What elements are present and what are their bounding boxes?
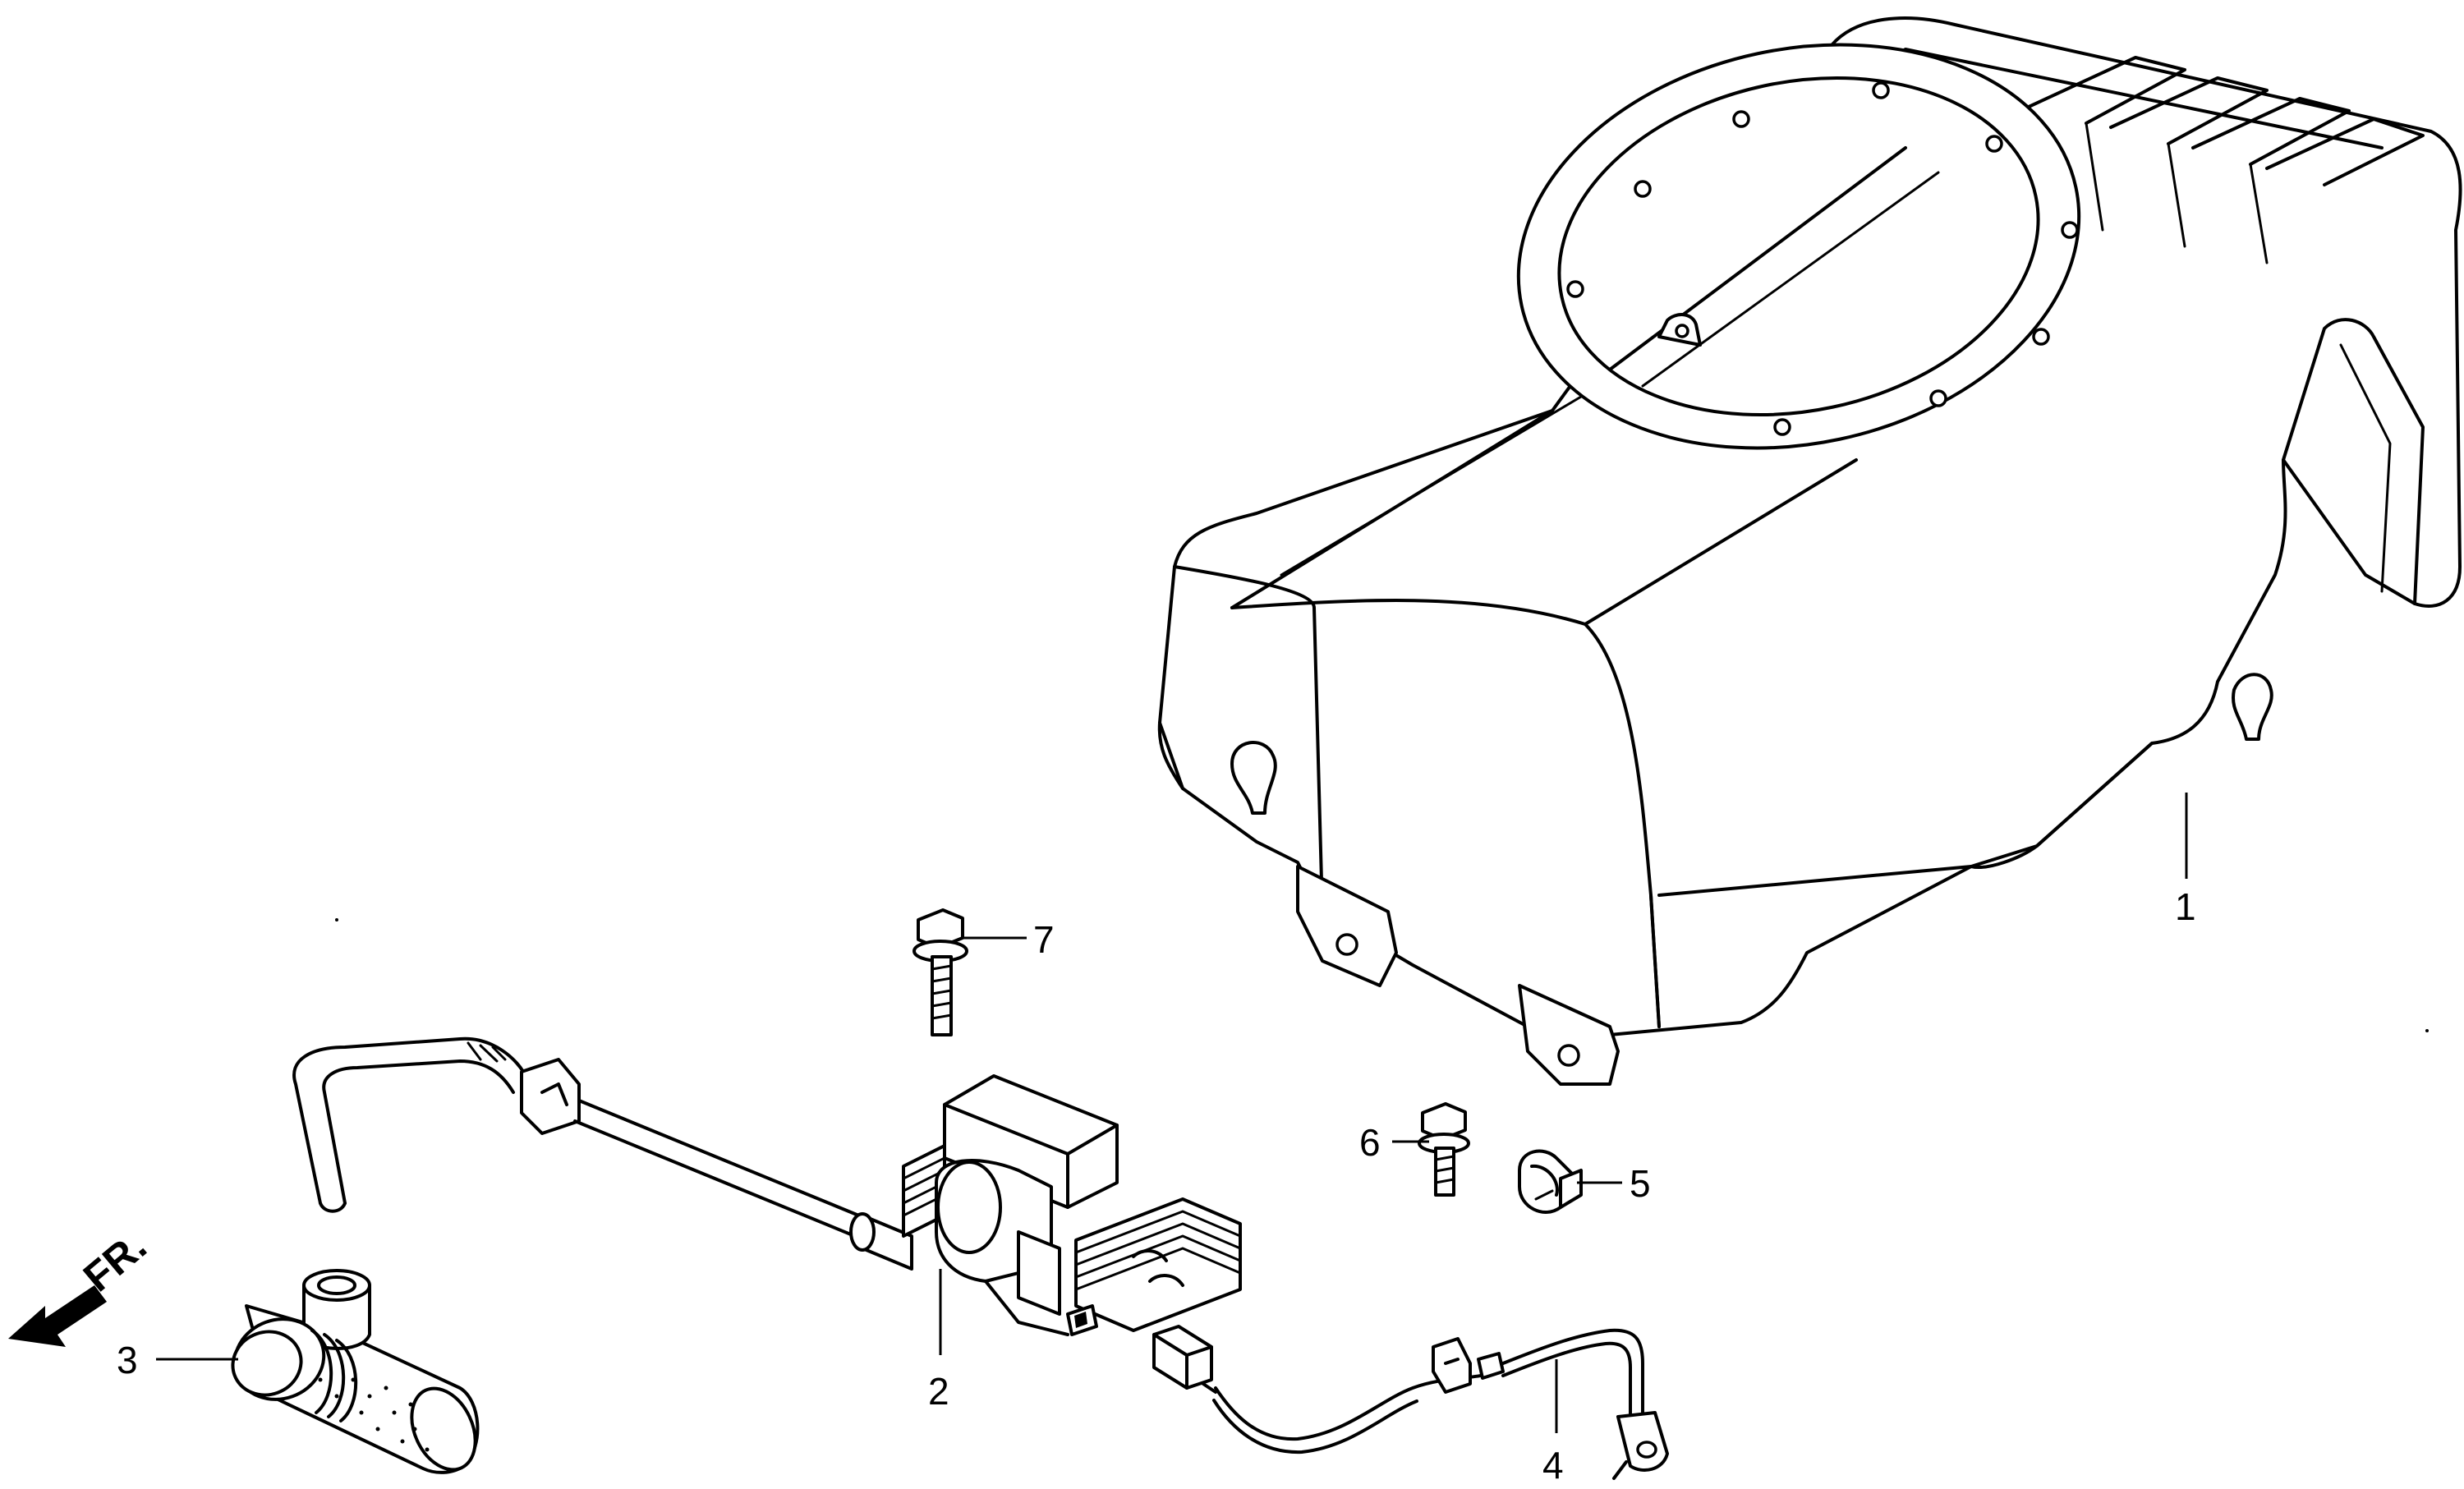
callout-3: 3 xyxy=(117,1339,238,1381)
spark-plug-cap xyxy=(231,1269,480,1474)
callout-2: 2 xyxy=(928,1269,949,1413)
callout-4: 4 xyxy=(1542,1359,1564,1487)
callout-7: 7 xyxy=(963,918,1055,961)
fan-cover xyxy=(1157,16,2462,1086)
callout-1: 1 xyxy=(2175,793,2196,928)
callout-label-2: 2 xyxy=(928,1370,949,1413)
flange-bolt-long xyxy=(913,908,968,1036)
callout-label-6: 6 xyxy=(1359,1121,1381,1164)
flange-bolt-small xyxy=(1418,1102,1470,1197)
front-direction-label: FR. xyxy=(75,1223,155,1301)
front-direction-marker: FR. xyxy=(8,1223,155,1347)
callout-label-3: 3 xyxy=(117,1339,138,1381)
callout-6: 6 xyxy=(1359,1121,1429,1164)
ignition-coil xyxy=(292,1036,1242,1336)
callout-5: 5 xyxy=(1577,1162,1651,1205)
registration-dot xyxy=(335,918,338,921)
callout-label-4: 4 xyxy=(1542,1444,1564,1487)
stop-switch-wire xyxy=(1152,1325,1669,1480)
callout-label-7: 7 xyxy=(1033,918,1055,961)
front-direction-arrow-icon xyxy=(8,1285,107,1347)
registration-dot xyxy=(2425,1029,2429,1032)
callout-label-5: 5 xyxy=(1630,1162,1651,1205)
callout-label-1: 1 xyxy=(2175,885,2196,928)
wire-clamp xyxy=(1518,1149,1583,1214)
